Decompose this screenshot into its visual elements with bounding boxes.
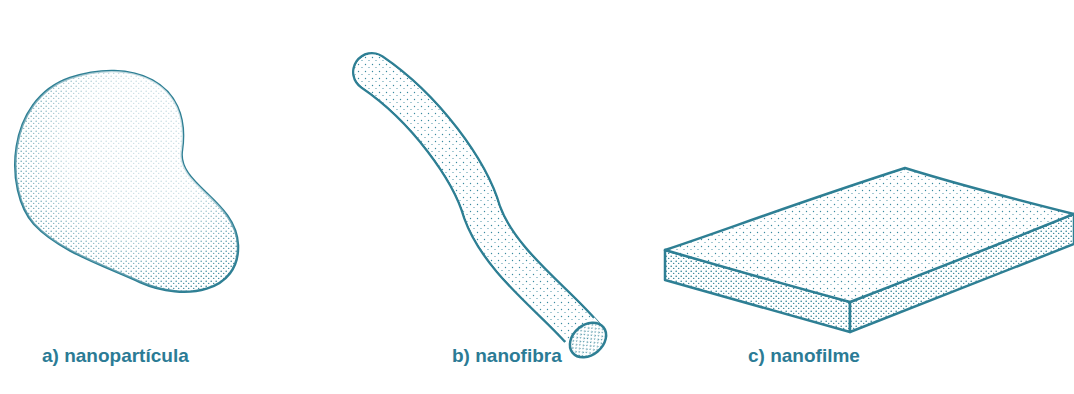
figure-caption-label: a) nanopartícula — [42, 345, 189, 367]
nanofibre-rod — [372, 72, 620, 380]
figure-caption-label: c) nanofilme — [748, 345, 860, 367]
nanoparticle-blob — [15, 71, 238, 292]
nanofilm-slab — [665, 168, 1074, 332]
figure-caption-label: b) nanofibra — [452, 345, 562, 367]
